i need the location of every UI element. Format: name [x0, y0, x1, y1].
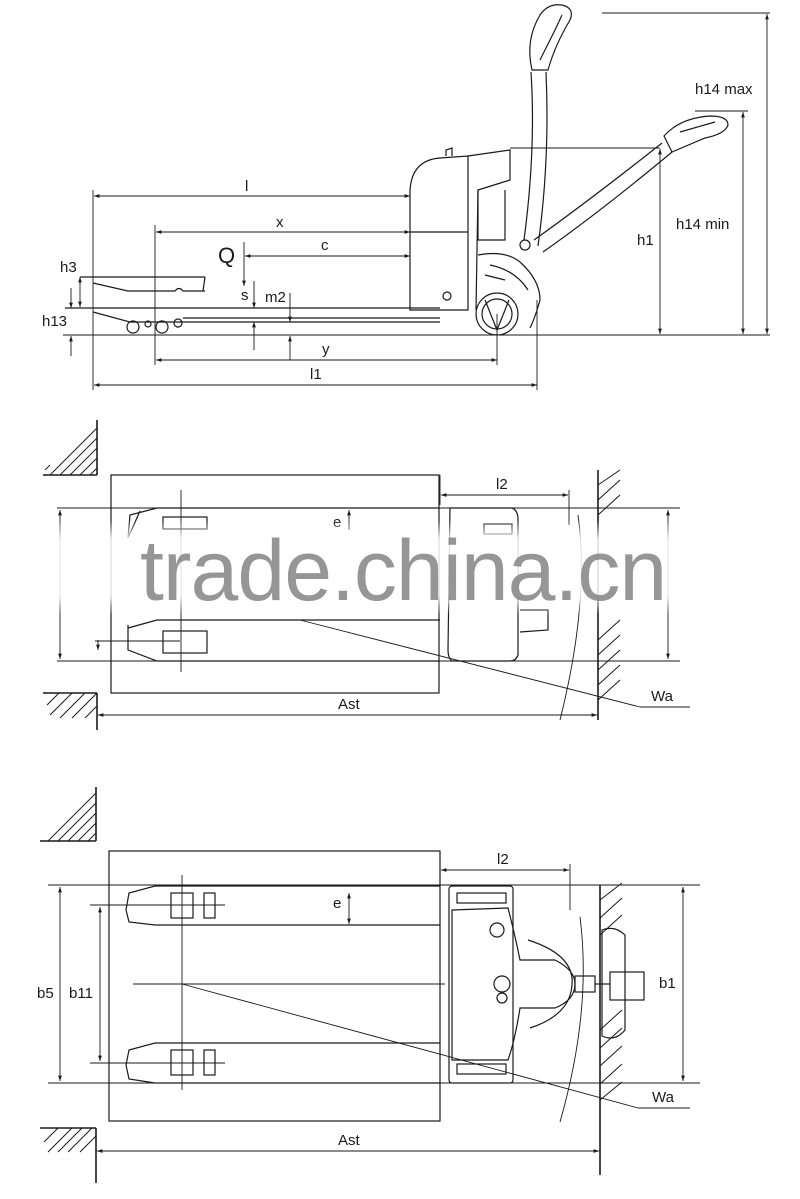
wall-hatch-right-2: [599, 882, 623, 1175]
label-c: c: [321, 237, 329, 254]
watermark: trade.china.cn: [140, 523, 667, 619]
wall-hatch-top-left: [43, 420, 98, 476]
label-l: l: [245, 178, 248, 195]
fork-upper-2: [125, 885, 440, 926]
load-roller: [126, 320, 140, 334]
label-l2-view1: l2: [496, 476, 508, 493]
load-roller-lower: [162, 630, 208, 654]
label-s: s: [241, 287, 249, 304]
tiller-pivot: [519, 239, 531, 251]
fork-lowered: [65, 307, 440, 334]
label-b11: b11: [69, 985, 93, 1002]
truck-body: [409, 147, 541, 329]
label-b1: b1: [659, 975, 676, 992]
label-h3: h3: [60, 259, 77, 276]
label-x: x: [276, 214, 284, 231]
label-h13: h13: [42, 313, 67, 330]
label-h14-min: h14 min: [676, 216, 729, 233]
label-l2: l2: [497, 851, 509, 868]
control-knob: [493, 975, 511, 993]
label-ast: Ast: [338, 1132, 361, 1149]
top-view-tiller-up: e l2 Ast Wa: [43, 420, 690, 730]
load-roller: [155, 320, 169, 334]
label-h14-max: h14 max: [695, 81, 753, 98]
label-q: Q: [218, 243, 235, 268]
roller-pivot: [173, 318, 183, 328]
turning-arc-2: [559, 916, 584, 1123]
pallet-outline-2: [108, 850, 441, 1122]
truck-body-top-view1: [447, 507, 519, 662]
truck-body-top-view2: [448, 885, 596, 1084]
tiller-lowered: [533, 115, 729, 253]
load-roller-lower-b: [203, 1049, 216, 1076]
watermark-haze: [40, 520, 690, 615]
turning-radius-line-2: [181, 983, 639, 1109]
label-l1: l1: [310, 366, 322, 383]
wall-hatch-bottom-left-2: [40, 1127, 97, 1183]
label-ast-view1: Ast: [338, 696, 361, 713]
fork-raised-outline: [80, 276, 206, 292]
wall-hatch-bottom-left: [43, 692, 98, 730]
label-wa-view1: Wa: [651, 688, 674, 705]
load-roller-upper-b: [203, 892, 216, 919]
label-m2: m2: [265, 289, 286, 306]
load-roller-pin: [144, 320, 152, 328]
label-b5: b5: [37, 985, 54, 1002]
wall-hatch-top-left-2: [40, 787, 97, 842]
tiller-vertical: [519, 4, 572, 251]
label-y: y: [322, 341, 330, 358]
top-view-tiller-down: b5 b11 e l2: [37, 787, 700, 1183]
side-view: l x c Q s m2 h3 h13 y l1 h1 h14: [42, 4, 770, 390]
label-h1: h1: [637, 232, 654, 249]
turning-radius-line-view1: [299, 619, 641, 708]
tiller-head-top-view2: [595, 927, 645, 1039]
label-e: e: [333, 895, 341, 912]
key-switch: [489, 922, 505, 938]
label-wa: Wa: [652, 1089, 675, 1106]
control-knob-small: [496, 992, 508, 1004]
body-screw: [442, 291, 452, 301]
